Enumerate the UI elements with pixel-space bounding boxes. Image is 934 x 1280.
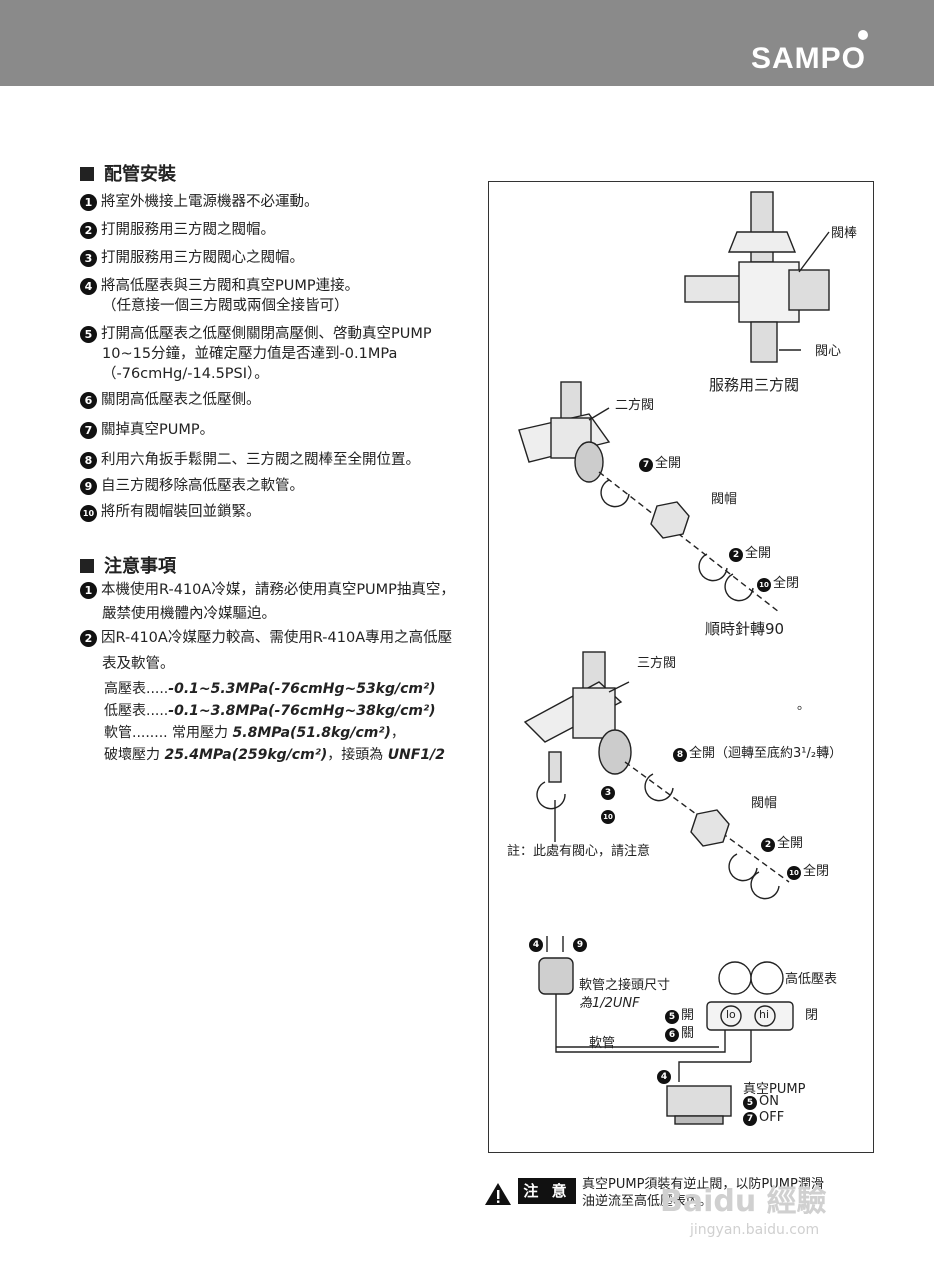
service-valve-label: 服務用三方閥 — [709, 376, 800, 394]
cap-2-label: 閥帽 — [751, 796, 778, 811]
three-way-valve-label: 三方閥 — [637, 656, 677, 671]
piping-step-4-sub: （任意接一個三方閥或兩個全接皆可） — [102, 298, 349, 314]
valve-core-label: 閥心 — [815, 344, 842, 359]
warning-icon — [485, 1183, 511, 1205]
lo-label: lo — [726, 1008, 736, 1021]
caution-title: 注意事項 — [80, 552, 176, 578]
diagram-drawing — [518, 191, 830, 1125]
hi-label: hi — [759, 1008, 770, 1021]
square-bullet-icon — [80, 559, 94, 573]
page-header: SAMPO — [0, 0, 934, 86]
notice-text: 真空PUMP須裝有逆止閥，以防PUMP潤滑油逆流至高低壓表內。 — [582, 1177, 824, 1209]
two-way-valve-label: 二方閥 — [615, 398, 655, 413]
notice-label: 注 意 — [518, 1178, 576, 1204]
cap-1-label: 閥帽 — [711, 492, 738, 507]
close-label: 閉 — [805, 1008, 819, 1023]
clockwise-label: 順時針轉90 — [705, 620, 785, 638]
sampo-logo: SAMPO — [750, 42, 866, 75]
watermark-brand: Baidu 經驗 — [660, 1184, 827, 1219]
pump-label: 真空PUMP — [743, 1082, 806, 1097]
square-bullet-icon — [80, 167, 94, 181]
caution-item-2-sub: 表及軟管。 — [102, 656, 175, 672]
valve-core-note: 註：此處有閥心，請注意 — [507, 844, 651, 859]
hose-label: 軟管 — [589, 1036, 616, 1051]
hose-size-label: 軟管之接頭尺寸 — [579, 978, 671, 993]
spec-high: 高壓表.....-0.1~5.3MPa(-76cmHg~53kg/cm²) — [104, 681, 436, 697]
piping-title: 配管安裝 — [80, 160, 176, 186]
hose-size-label-2: 為1/2UNF — [579, 996, 640, 1011]
dot-mark: 。 — [797, 698, 811, 713]
step-10-marker: 10 — [601, 808, 617, 824]
logo-dot — [858, 30, 868, 40]
watermark-url: jingyan.baidu.com — [690, 1222, 820, 1238]
spec-low: 低壓表.....-0.1~3.8MPa(-76cmHg~38kg/cm²) — [104, 703, 436, 719]
step-4-marker: 4 — [657, 1068, 673, 1084]
gauge-label: 高低壓表 — [785, 972, 838, 987]
valve-rod-label: 閥棒 — [831, 226, 858, 241]
spec-burst: 破壞壓力 25.4MPa(259kg/cm²)，接頭為 UNF1/2 — [104, 747, 445, 763]
step-3-marker: 3 — [601, 784, 617, 800]
piping-step-5-sub: 10~15分鐘，並確定壓力值是否達到-0.1MPa — [102, 346, 398, 362]
piping-step-5-sub2: （-76cmHg/-14.5PSI）。 — [102, 366, 269, 382]
caution-item-1-sub: 嚴禁使用機體內冷媒驅迫。 — [102, 606, 276, 622]
spec-hose: 軟管........ 常用壓力 5.8MPa(51.8kg/cm²)， — [104, 725, 405, 741]
